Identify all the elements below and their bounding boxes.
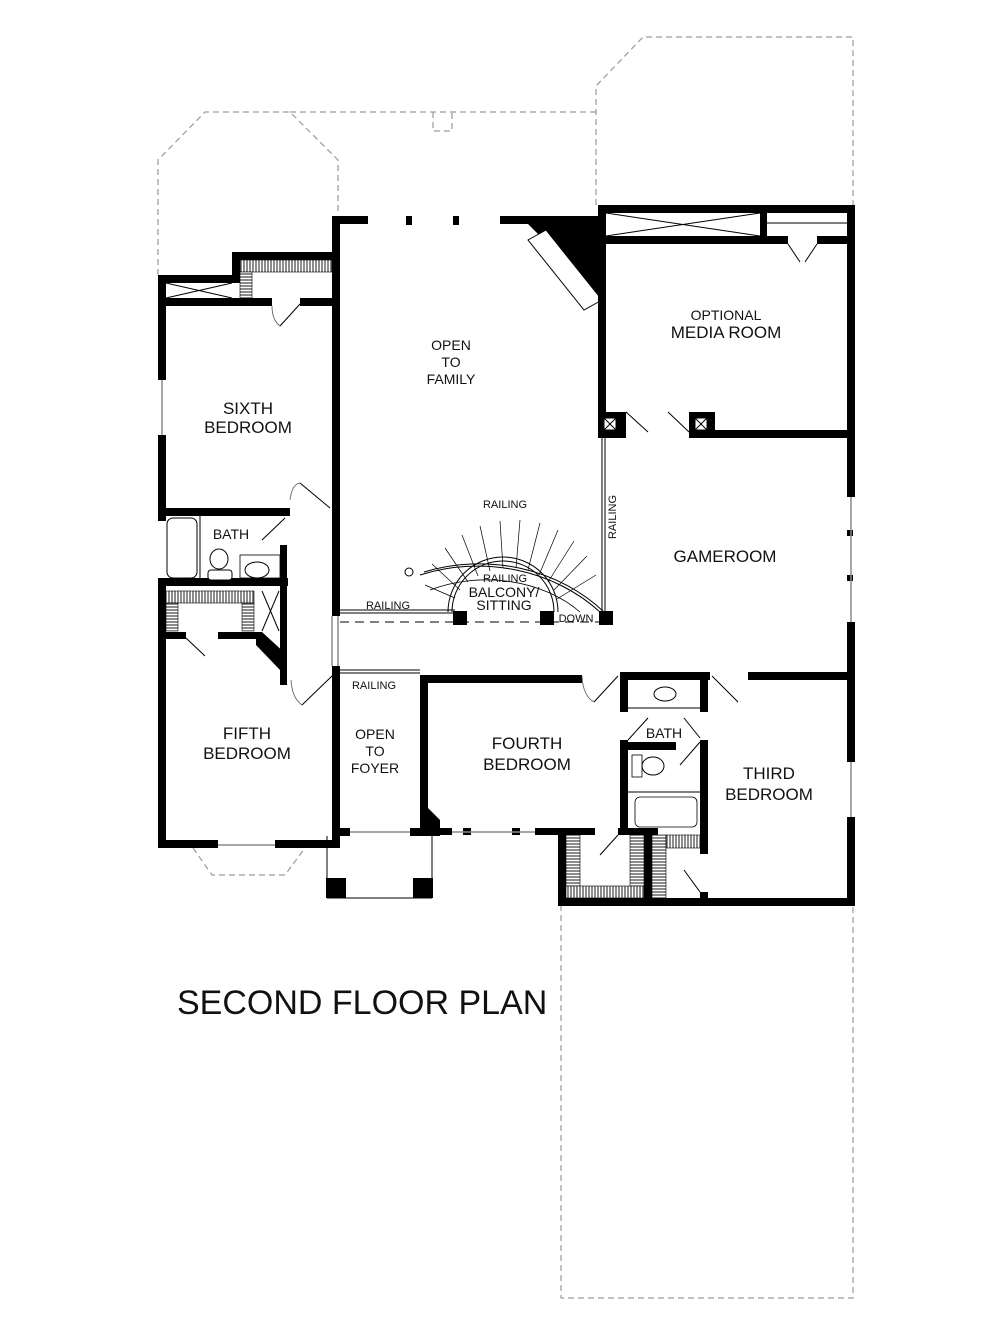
roof-outline-dashed [157,36,854,1299]
label-fourth-bedroom-2: BEDROOM [483,755,571,774]
label-third-bedroom-2: BEDROOM [725,785,813,804]
label-down: DOWN [559,613,594,625]
room-labels: OPEN TO FAMILY OPTIONAL MEDIA ROOM SIXTH… [203,307,813,804]
label-sixth-bedroom-2: BEDROOM [204,418,292,437]
label-gameroom: GAMEROOM [674,547,777,566]
label-third-bedroom-1: THIRD [743,764,795,783]
label-open-to-foyer-3: FOYER [351,760,399,776]
plan-title: SECOND FLOOR PLAN [177,984,547,1022]
label-railing-vertical: RAILING [607,495,619,539]
label-railing-foyer: RAILING [352,680,396,692]
porch-column-left [326,878,346,898]
doors [185,243,818,893]
label-sixth-bedroom-1: SIXTH [223,399,273,418]
label-open-to-family-1: OPEN [431,337,471,353]
label-optional: OPTIONAL [691,307,762,323]
railings [340,437,613,674]
label-open-to-family-2: TO [441,354,460,370]
media-storage-x [605,212,761,237]
staircase-curved [404,519,605,613]
label-fifth-bedroom-1: FIFTH [223,724,271,743]
label-balcony: BALCONY/ [469,584,540,600]
porch-column-right [413,878,433,898]
label-sixth-bath: BATH [213,526,249,542]
label-fourth-bedroom-1: FOURTH [492,734,563,753]
label-media-room: MEDIA ROOM [671,323,782,342]
label-railing-stair-inner: RAILING [483,573,527,585]
label-sitting: SITTING [476,597,531,613]
label-railing-left: RAILING [366,600,410,612]
annotation-labels: RAILING RAILING RAILING RAILING RAILING … [352,495,619,692]
label-railing-stair-top: RAILING [483,499,527,511]
post-markers [603,417,708,431]
label-open-to-foyer-1: OPEN [355,726,395,742]
label-open-to-foyer-2: TO [365,743,384,759]
label-open-to-family-3: FAMILY [427,371,476,387]
label-shared-bath: BATH [646,725,682,741]
label-fifth-bedroom-2: BEDROOM [203,744,291,763]
